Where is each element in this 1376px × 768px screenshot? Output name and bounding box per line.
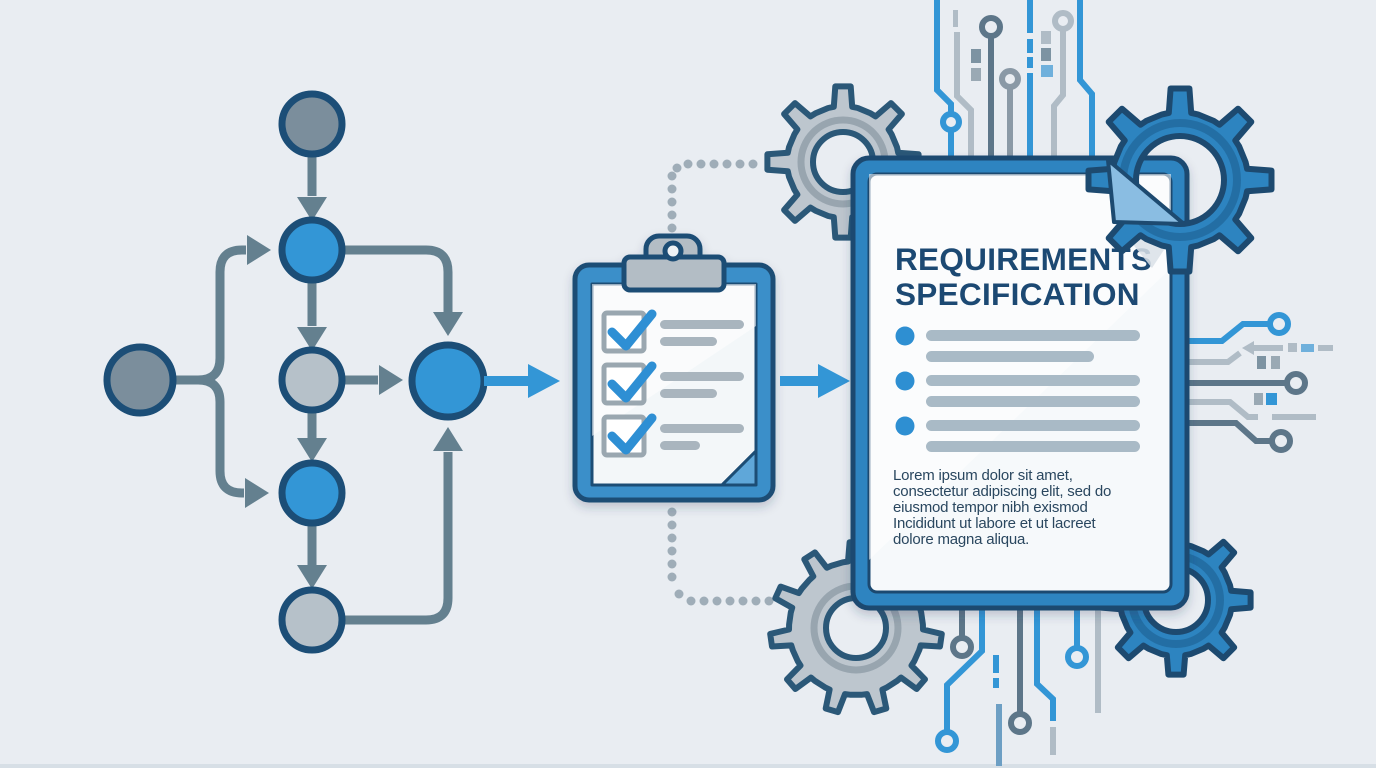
dotted-link-dot [712,596,722,606]
flow-node-merge [408,341,488,421]
document-title-line1: REQUIREMENTS [895,241,1152,277]
svg-text:Lorem ipsum dolor sit amet,: Lorem ipsum dolor sit amet, [893,467,1073,484]
dotted-link-dot [667,210,677,220]
document-paragraph: Lorem ipsum dolor sit amet, consectetur … [893,467,1111,548]
clipboard-clip-hole [662,240,684,262]
dotted-link-dot [722,159,732,169]
clipboard-clip [621,254,727,293]
dotted-link-dot [667,184,677,194]
document-fold-corner [1106,158,1186,226]
circuit-traces-top [934,0,1095,158]
bullet-icon [895,326,915,346]
dotted-link-dot [667,520,677,530]
check-icon [607,361,657,403]
dotted-link-dot [699,596,709,606]
dotted-link-dot [725,596,735,606]
svg-text:dolore magna aliqua.: dolore magna aliqua. [893,531,1029,548]
svg-text:Incididunt ut labore et ut lac: Incididunt ut labore et ut lacreet [893,515,1097,532]
circuit-traces-right [1184,312,1333,453]
document-bullet-row [895,326,1140,362]
flowchart [103,90,560,654]
flow-node-active-2 [278,459,346,527]
dotted-link-dot [751,596,761,606]
check-icon [607,309,657,351]
dotted-link-dot [764,596,774,606]
flow-node-neutral-2 [278,586,346,654]
requirements-document: REQUIREMENTS SPECIFICATION Lorem ipsum d… [850,155,1190,611]
checklist-row [601,413,744,458]
document-title-line2: SPECIFICATION [895,276,1140,312]
bottom-edge-strip [0,764,1376,768]
dotted-link-dot [667,223,677,233]
dotted-link-dot [667,546,677,556]
dotted-link-dot [686,596,696,606]
flow-node-source [103,343,177,417]
svg-text:consectetur adipiscing elit, s: consectetur adipiscing elit, sed do [893,483,1111,500]
dotted-link-dot [709,159,719,169]
clipboard [572,233,776,503]
document-bullet-row [895,416,1140,452]
clipboard-fold-corner [720,449,758,487]
dotted-link-dot [667,559,677,569]
check-icon [607,413,657,455]
gear-top-right [1085,85,1275,275]
dotted-link-dot [674,589,684,599]
dotted-link-dot [683,159,693,169]
flow-node-start [278,90,346,158]
dotted-link-dot [735,159,745,169]
dotted-link-dot [667,533,677,543]
dotted-link-dot [696,159,706,169]
dotted-link-bottom [667,507,774,606]
flow-node-active-1 [278,216,346,284]
arrow-clipboard-to-document [780,364,850,398]
dotted-link-dot [738,596,748,606]
checklist-row [601,361,744,406]
flow-node-neutral-1 [278,346,346,414]
dotted-link-dot [672,163,682,173]
arrow-flow-to-clipboard [484,364,560,398]
circuit-traces-bottom [935,608,1101,766]
dotted-link-dot [667,171,677,181]
dotted-link-dot [748,159,758,169]
bullet-icon [895,416,915,436]
dotted-link-top [667,159,758,233]
bullet-icon [895,371,915,391]
checklist-row [601,309,744,354]
dotted-link-dot [667,572,677,582]
dotted-link-dot [667,197,677,207]
dotted-link-dot [667,507,677,517]
svg-text:eiusmod tempor nibh exismod: eiusmod tempor nibh exismod [893,499,1088,516]
document-bullet-row [895,371,1140,407]
